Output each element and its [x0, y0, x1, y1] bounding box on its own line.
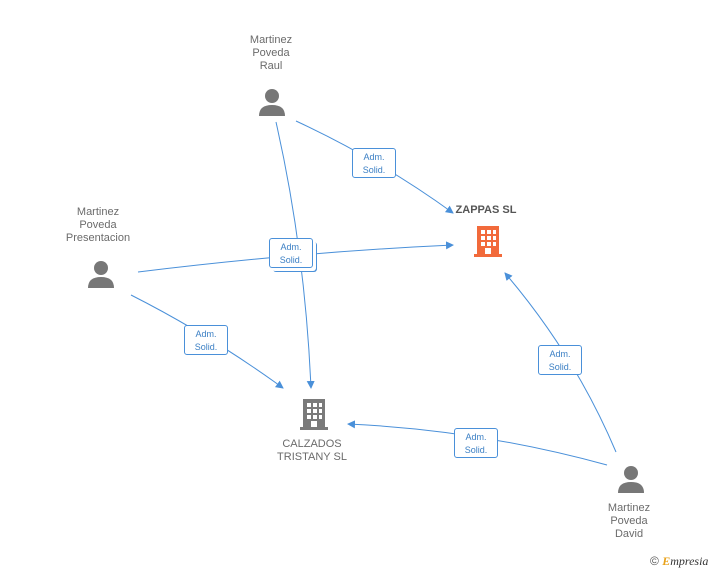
relation-label-david-calzados[interactable]: Adm. Solid.: [454, 428, 498, 458]
person-icon[interactable]: [618, 466, 644, 493]
node-label-david[interactable]: Martinez Poveda David: [607, 502, 651, 540]
relation-label-david-zappas[interactable]: Adm. Solid.: [538, 345, 582, 375]
building-icon[interactable]: [473, 224, 503, 258]
relation-label-raul-zappas[interactable]: Adm. Solid.: [352, 148, 396, 178]
node-label-raul[interactable]: Martinez Poveda Raul: [249, 34, 293, 72]
person-icon[interactable]: [259, 89, 285, 116]
node-label-calzados[interactable]: CALZADOS TRISTANY SL: [277, 438, 347, 463]
node-label-presentacion[interactable]: Martinez Poveda Presentacion: [65, 206, 131, 244]
relation-label-center[interactable]: Adm. Solid.: [269, 238, 313, 268]
footer-brand: © Empresia: [650, 554, 708, 569]
empresia-logo: Empresia: [662, 554, 709, 568]
node-label-zappas[interactable]: ZAPPAS SL: [455, 204, 517, 216]
copyright-symbol: ©: [650, 554, 659, 568]
person-icon[interactable]: [88, 261, 114, 288]
building-icon[interactable]: [300, 399, 328, 430]
relation-label-presentacion-calzados[interactable]: Adm. Solid.: [184, 325, 228, 355]
